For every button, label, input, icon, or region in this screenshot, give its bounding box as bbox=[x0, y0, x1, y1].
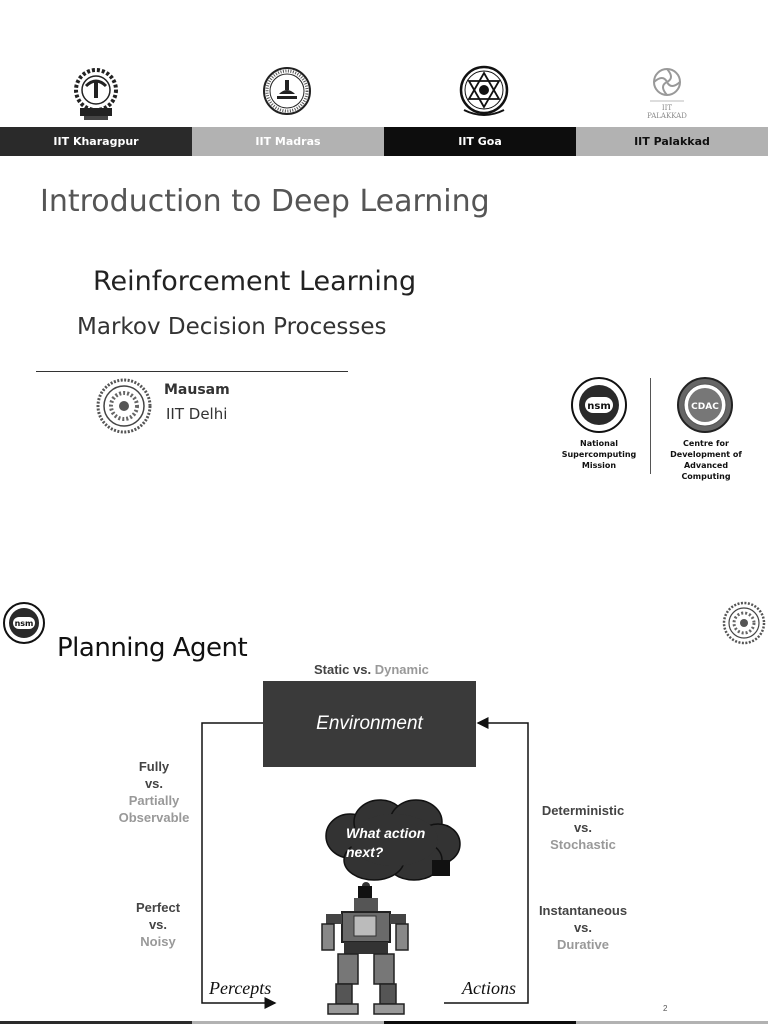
iit-delhi-corner-seal-icon bbox=[722, 601, 766, 650]
thought-cloud-icon bbox=[322, 796, 462, 897]
lecture-subtitle: Reinforcement Learning bbox=[93, 266, 417, 297]
institute-cell: IIT Goa bbox=[384, 127, 576, 156]
iit-kharagpur-logo-icon bbox=[72, 64, 120, 122]
static-label-main: Static vs. bbox=[314, 662, 372, 677]
nsm-corner-logo-icon: nsm bbox=[2, 601, 46, 650]
thought-text: What action next? bbox=[346, 825, 426, 860]
sponsor-divider bbox=[650, 378, 651, 474]
lecture-topic: Markov Decision Processes bbox=[77, 314, 387, 340]
actions-arrow bbox=[444, 717, 529, 1004]
planning-agent-slide: nsm Planning Agent Static vs. Dynamic En… bbox=[0, 512, 768, 1024]
author-affiliation: IIT Delhi bbox=[166, 405, 228, 423]
nsm-corner-logo-text: nsm bbox=[15, 619, 34, 628]
determinism-property: Deterministic vs. Stochastic bbox=[541, 803, 625, 852]
iit-madras-logo-icon bbox=[262, 64, 312, 118]
static-label-alt: Dynamic bbox=[374, 662, 429, 677]
course-title: Introduction to Deep Learning bbox=[40, 184, 490, 219]
percepts-label: Percepts bbox=[209, 978, 272, 998]
nsm-name: National Supercomputing Mission bbox=[561, 439, 637, 470]
actions-label: Actions bbox=[462, 978, 516, 998]
institute-logo-row: IIT PALAKKAD bbox=[0, 64, 768, 126]
robot-icon bbox=[318, 886, 414, 1021]
bottom-institute-bar bbox=[0, 1021, 768, 1024]
author-name: Mausam bbox=[164, 382, 230, 398]
environment-box: Environment bbox=[263, 681, 476, 767]
environment-label: Environment bbox=[316, 713, 423, 734]
nsm-logo-text: nsm bbox=[587, 401, 611, 412]
iit-palakkad-logo-icon: IIT PALAKKAD bbox=[642, 64, 692, 120]
cdac-logo-text: CDAC bbox=[691, 402, 719, 412]
institute-cell: IIT Kharagpur bbox=[0, 127, 192, 156]
duration-property: Instantaneous vs. Durative bbox=[538, 903, 628, 952]
iit-palakkad-logo-text: IIT PALAKKAD bbox=[647, 104, 687, 120]
slide-title: Planning Agent bbox=[57, 633, 248, 663]
institute-cell: IIT Madras bbox=[192, 127, 384, 156]
iit-goa-logo-icon bbox=[458, 64, 510, 120]
cdac-name: Centre for Development of Advanced Compu… bbox=[670, 439, 742, 481]
static-dynamic-label: Static vs. Dynamic bbox=[314, 662, 429, 677]
observability-property: Fully vs. Partially Observable bbox=[118, 759, 190, 825]
institute-cell: IIT Palakkad bbox=[576, 127, 768, 156]
institute-bar: IIT Kharagpur IIT Madras IIT Goa IIT Pal… bbox=[0, 127, 768, 156]
page-number: 2 bbox=[663, 1004, 668, 1013]
title-slide: IIT PALAKKAD IIT Kharagpur IIT Madras II… bbox=[0, 64, 768, 481]
agent-loop-arrows bbox=[201, 717, 529, 1009]
iit-delhi-seal-icon bbox=[96, 378, 152, 439]
title-divider bbox=[36, 371, 348, 372]
nsm-logo-icon: nsm bbox=[570, 376, 628, 439]
perception-property: Perfect vs. Noisy bbox=[135, 900, 181, 949]
cdac-logo-icon: CDAC bbox=[676, 376, 734, 439]
percepts-arrow bbox=[201, 722, 277, 1009]
